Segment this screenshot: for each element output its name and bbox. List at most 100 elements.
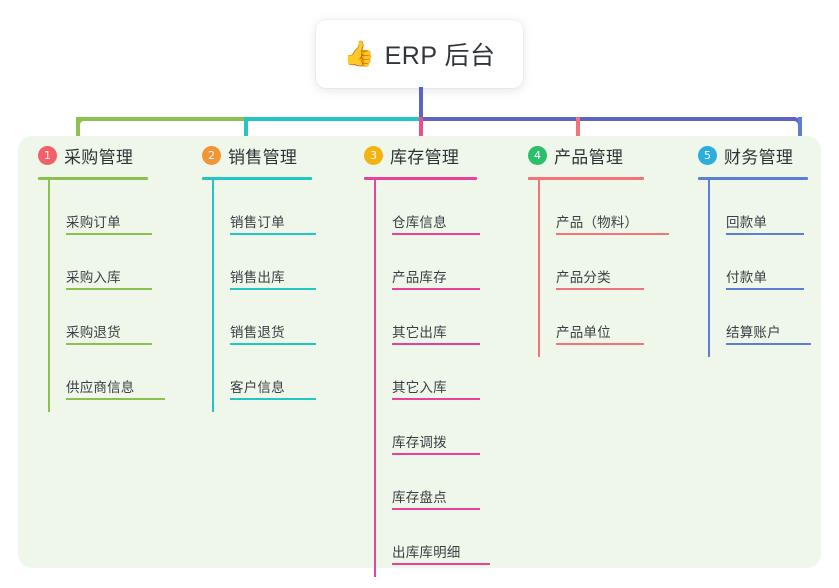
branch-item-underline <box>230 233 316 235</box>
branch-underline <box>38 177 148 180</box>
branch-item[interactable]: 产品单位 <box>556 290 644 345</box>
branch-column-5: 5 财务管理回款单付款单结算账户 <box>698 142 811 357</box>
branch-item-underline <box>66 398 165 400</box>
branch-item-label: 出库库明细 <box>392 545 461 560</box>
branch-item[interactable]: 销售订单 <box>230 180 316 235</box>
branch-spine <box>374 180 376 577</box>
branch-item-label: 产品（物料） <box>556 215 639 230</box>
branch-item-label: 供应商信息 <box>66 380 135 395</box>
branch-children: 回款单付款单结算账户 <box>708 180 811 357</box>
branch-item-label: 产品单位 <box>556 325 611 340</box>
branch-item[interactable]: 产品分类 <box>556 235 644 290</box>
branch-item-label: 其它出库 <box>392 325 447 340</box>
branch-title: 产品管理 <box>554 147 624 167</box>
branch-item-underline <box>66 343 152 345</box>
branch-children: 采购订单采购入库采购退货供应商信息 <box>48 180 165 412</box>
bus-segment-2 <box>246 117 419 121</box>
branch-item[interactable]: 结算账户 <box>726 290 811 345</box>
branch-spine <box>538 180 540 357</box>
branch-number-badge: 1 <box>38 145 57 165</box>
branch-spine <box>48 180 50 412</box>
branch-item[interactable]: 产品（物料） <box>556 180 669 235</box>
branch-item[interactable]: 其它入库 <box>392 345 480 400</box>
branch-item[interactable]: 出库库明细 <box>392 510 490 565</box>
branch-title: 财务管理 <box>724 147 794 167</box>
branch-item-underline <box>230 398 316 400</box>
branch-number-badge: 4 <box>528 145 547 165</box>
branch-item-underline <box>726 343 811 345</box>
branch-spine <box>212 180 214 412</box>
branch-item-label: 销售订单 <box>230 215 285 230</box>
branch-item-label: 库存盘点 <box>392 490 447 505</box>
bus-segment-1 <box>80 117 246 121</box>
branch-item-underline <box>726 233 804 235</box>
branch-item-label: 销售出库 <box>230 270 285 285</box>
branch-item-underline <box>556 233 669 235</box>
branch-header-4[interactable]: 4 产品管理 <box>528 142 644 168</box>
branch-item[interactable]: 付款单 <box>726 235 808 290</box>
branch-item[interactable]: 销售退货 <box>230 290 316 345</box>
branch-item-underline <box>556 343 644 345</box>
branch-item[interactable]: 库存盘点 <box>392 455 480 510</box>
branch-item-underline <box>392 398 480 400</box>
branch-children: 产品（物料） 产品分类产品单位 <box>538 180 669 357</box>
branch-item-label: 产品分类 <box>556 270 611 285</box>
branch-title: 库存管理 <box>390 147 460 167</box>
branch-number-badge: 3 <box>364 145 383 165</box>
branches-panel <box>18 136 821 568</box>
bus-segment-3 <box>419 117 794 121</box>
drop-line-1 <box>76 117 80 147</box>
branch-column-3: 3 库存管理仓库信息产品库存其它出库其它入库库存调拨库存盘点出库库明细 <box>364 142 490 577</box>
branch-item[interactable]: 采购订单 <box>66 180 152 235</box>
branch-item-label: 采购退货 <box>66 325 121 340</box>
branch-underline <box>698 177 808 180</box>
branch-item-underline <box>392 508 480 510</box>
branch-item-underline <box>392 288 480 290</box>
branch-header-3[interactable]: 3 库存管理 <box>364 142 477 168</box>
branch-item-underline <box>392 563 490 565</box>
drop-line-3 <box>419 117 423 147</box>
branch-item[interactable]: 客户信息 <box>230 345 316 400</box>
thumbs-up-icon: 👍 <box>343 39 375 68</box>
root-trunk-connector <box>419 87 423 119</box>
branch-item[interactable]: 供应商信息 <box>66 345 165 400</box>
branch-number-badge: 2 <box>202 145 221 165</box>
branch-item[interactable]: 仓库信息 <box>392 180 480 235</box>
branch-number-badge: 5 <box>698 145 717 165</box>
branch-item-underline <box>556 288 644 290</box>
branch-item-label: 销售退货 <box>230 325 285 340</box>
branch-spine <box>708 180 710 357</box>
branch-item-label: 其它入库 <box>392 380 447 395</box>
branch-column-4: 4 产品管理产品（物料） 产品分类产品单位 <box>528 142 669 357</box>
branch-item[interactable]: 其它出库 <box>392 290 480 345</box>
branch-children: 仓库信息产品库存其它出库其它入库库存调拨库存盘点出库库明细 <box>374 180 490 577</box>
drop-line-5 <box>798 117 802 147</box>
branch-item[interactable]: 回款单 <box>726 180 808 235</box>
drop-line-2 <box>244 117 248 147</box>
branch-item-label: 库存调拨 <box>392 435 447 450</box>
branch-item[interactable]: 销售出库 <box>230 235 316 290</box>
root-node-title: ERP 后台 <box>384 42 496 70</box>
branch-item-label: 回款单 <box>726 215 768 230</box>
branch-underline <box>528 177 644 180</box>
branch-children: 销售订单销售出库销售退货客户信息 <box>212 180 316 412</box>
branch-item-underline <box>230 343 316 345</box>
branch-header-5[interactable]: 5 财务管理 <box>698 142 808 168</box>
branch-item[interactable]: 产品库存 <box>392 235 480 290</box>
branch-item[interactable]: 采购退货 <box>66 290 152 345</box>
branch-item-underline <box>66 288 152 290</box>
branch-item-label: 采购订单 <box>66 215 121 230</box>
branch-item-underline <box>392 233 480 235</box>
branch-item-underline <box>726 288 804 290</box>
branch-item[interactable]: 库存调拨 <box>392 400 480 455</box>
branch-item-underline <box>392 453 480 455</box>
root-node[interactable]: 👍 ERP 后台 <box>316 20 523 88</box>
branch-item[interactable]: 采购入库 <box>66 235 152 290</box>
drop-line-4 <box>576 117 580 147</box>
branch-item-label: 客户信息 <box>230 380 285 395</box>
